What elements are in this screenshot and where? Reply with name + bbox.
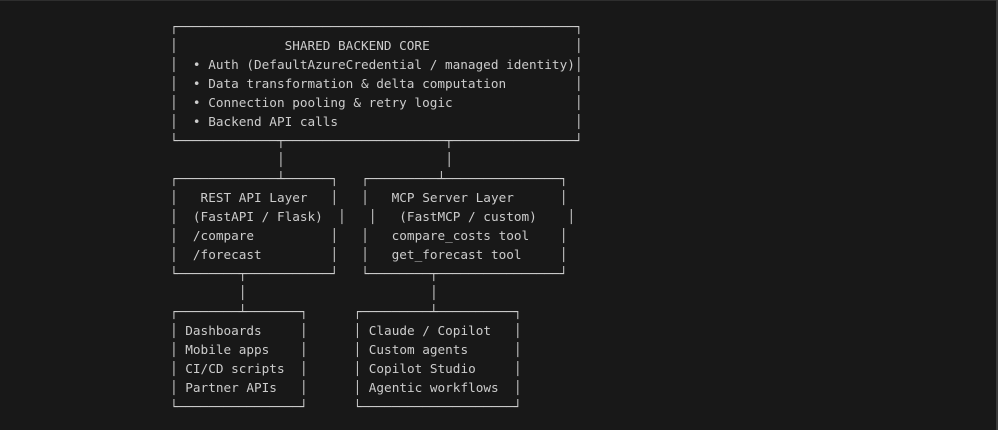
connector-core-to-mcp: │	[445, 152, 453, 167]
window-right-edge	[996, 0, 998, 430]
window-top-edge	[0, 0, 998, 1]
box-mcp-server-layer: ┌─────────┴───────────────┐ │ MCP Server…	[361, 171, 575, 281]
box-rest-api-layer: ┌─────────────┴──────┐ │ REST API Layer …	[170, 171, 346, 281]
box-shared-backend-core: ┌───────────────────────────────────────…	[170, 19, 583, 148]
connector-mcp-to-agents: │	[430, 285, 438, 300]
connector-rest-to-consumers: │	[238, 285, 247, 300]
box-mcp-consumers: ┌─────────┴──────────┐ │ Claude / Copilo…	[353, 304, 522, 414]
connector-core-to-rest: │	[277, 152, 285, 167]
box-rest-consumers: ┌────────┴───────┐ │ Dashboards │ │ Mobi…	[170, 304, 308, 414]
